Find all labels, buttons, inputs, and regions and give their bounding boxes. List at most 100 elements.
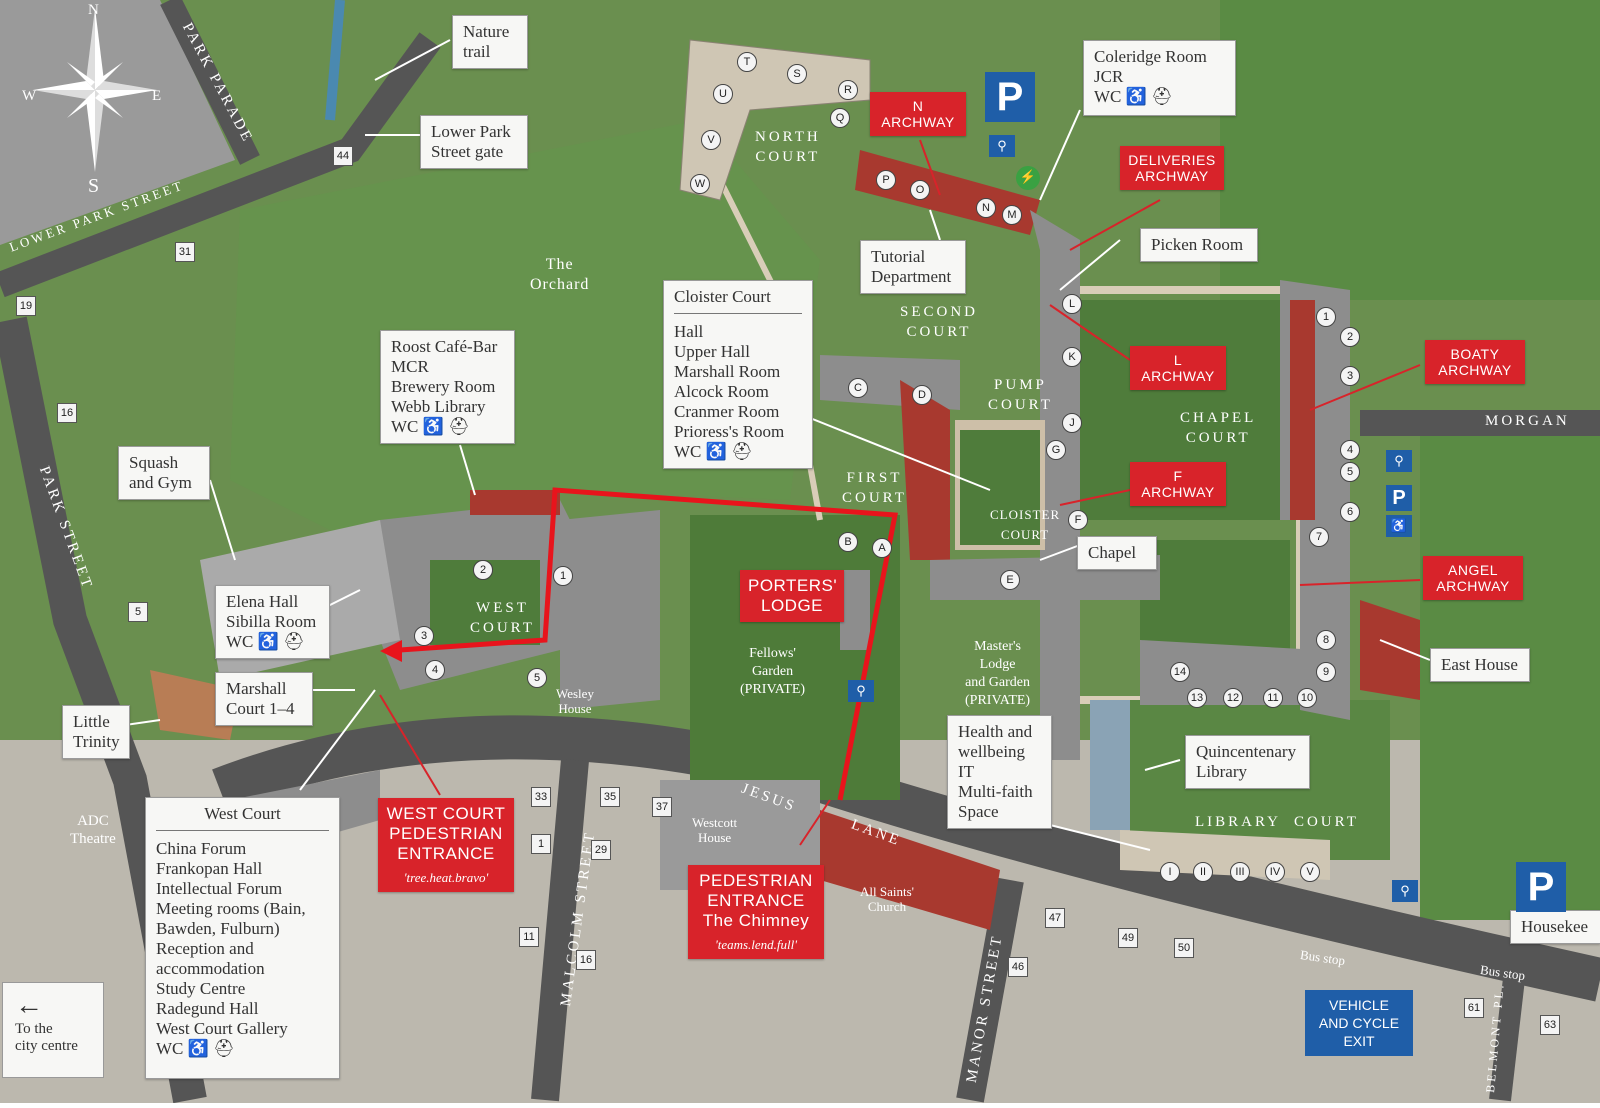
label-all-saints: All Saints'Church (860, 884, 914, 914)
staircase-marker: A (872, 538, 892, 558)
house-number: 63 (1540, 1015, 1560, 1035)
staircase-marker: V (1300, 862, 1320, 882)
house-number: 50 (1174, 938, 1194, 958)
callout-chapel[interactable]: Chapel (1077, 536, 1157, 570)
staircase-marker: O (910, 180, 930, 200)
staircase-marker: 1 (553, 566, 573, 586)
callout-housekeeping[interactable]: Housekee (1510, 910, 1600, 944)
label-fellows-garden: Fellows'Garden(PRIVATE) (740, 646, 806, 697)
staircase-marker: V (701, 130, 721, 150)
stream (325, 0, 345, 121)
wheelchair-icon: ♿ (1386, 515, 1412, 537)
staircase-marker: S (787, 64, 807, 84)
compass-e: E (152, 88, 162, 104)
staircase-marker: 1 (1316, 307, 1336, 327)
park-parade-area (0, 0, 235, 245)
house-number: 16 (57, 403, 77, 423)
staircase-marker: W (690, 174, 710, 194)
house-number: 35 (600, 787, 620, 807)
house-number: 33 (531, 787, 551, 807)
staircase-marker: R (838, 80, 858, 100)
staircase-marker: I (1160, 862, 1180, 882)
house-number: 29 (591, 840, 611, 860)
staircase-marker: 2 (1340, 327, 1360, 347)
staircase-marker: Q (830, 108, 850, 128)
staircase-marker: T (737, 52, 757, 72)
north-court-building (679, 39, 871, 201)
staircase-marker: B (838, 532, 858, 552)
route-arrowhead (380, 640, 402, 662)
staircase-marker: II (1193, 862, 1213, 882)
staircase-marker: G (1046, 440, 1066, 460)
house-number: 49 (1118, 928, 1138, 948)
house-number: 31 (175, 242, 195, 262)
bicycle-icon: ⚲ (989, 135, 1015, 157)
staircase-marker: 5 (527, 668, 547, 688)
staircase-marker: 6 (1340, 502, 1360, 522)
walking-route (399, 487, 898, 801)
parking-icon: P (1386, 485, 1412, 511)
compass-w: W (22, 88, 37, 104)
staircase-marker: 5 (1340, 462, 1360, 482)
staircase-marker: 11 (1263, 688, 1283, 708)
back-arrow-icon: ← (15, 990, 43, 1021)
callout-picken[interactable]: Picken Room (1140, 228, 1258, 262)
staircase-marker: U (713, 84, 733, 104)
staircase-marker: M (1002, 205, 1022, 225)
compass-s: S (88, 175, 100, 197)
house-number: 46 (1008, 957, 1028, 977)
label-porters-lodge[interactable]: PORTERS'LODGE (740, 570, 844, 622)
house-number: 61 (1464, 998, 1484, 1018)
bicycle-icon: ⚲ (1386, 450, 1412, 472)
to-city-centre-button[interactable]: ← To the city centre (2, 982, 104, 1078)
staircase-marker: C (848, 378, 868, 398)
staircase-marker: 14 (1170, 662, 1190, 682)
staircase-marker: E (1000, 570, 1020, 590)
staircase-marker: J (1062, 413, 1082, 433)
staircase-marker: F (1068, 510, 1088, 530)
parking-icon: P (1516, 862, 1566, 912)
staircase-marker: 12 (1223, 688, 1243, 708)
staircase-marker: IV (1265, 862, 1285, 882)
house-number: 11 (519, 927, 539, 947)
house-number: 5 (128, 602, 148, 622)
callout-east-house[interactable]: East House (1430, 648, 1530, 682)
house-number: 1 (531, 834, 551, 854)
staircase-marker: K (1062, 347, 1082, 367)
ev-charging-icon: ⚡ (1016, 166, 1040, 190)
staircase-marker: III (1230, 862, 1250, 882)
